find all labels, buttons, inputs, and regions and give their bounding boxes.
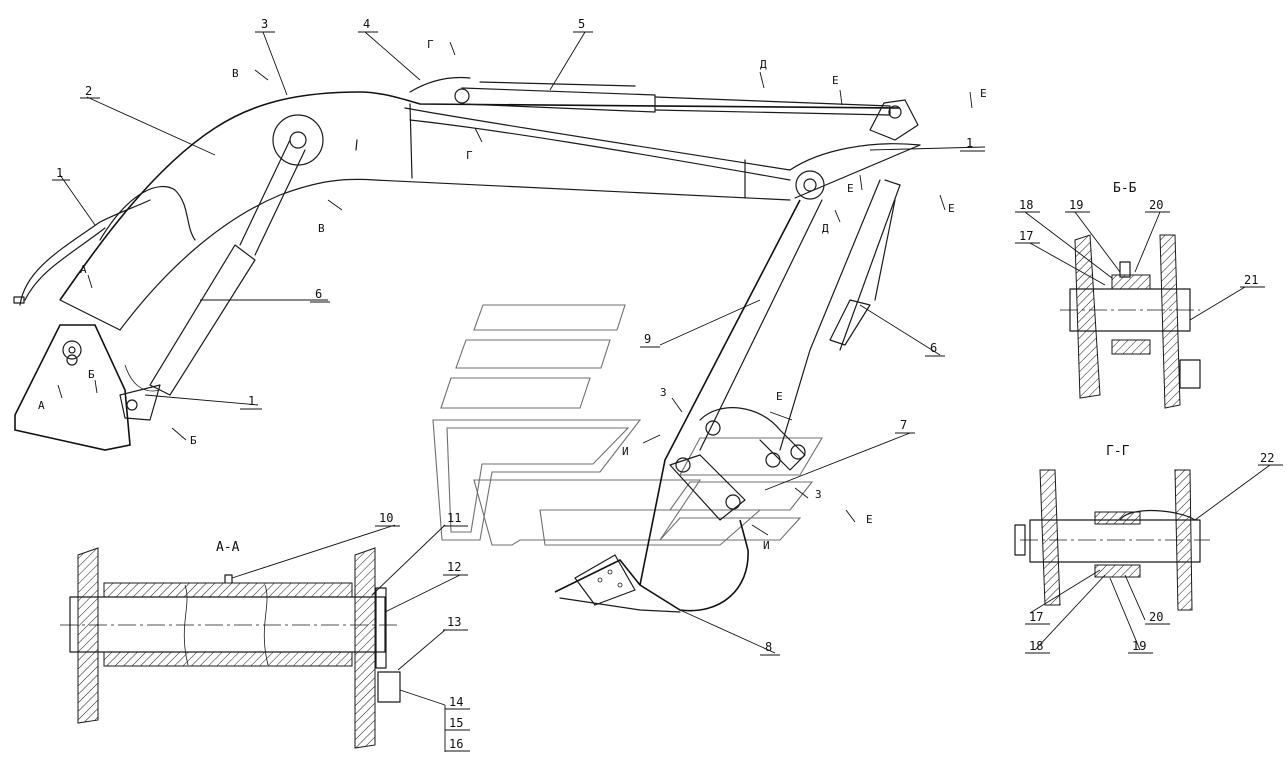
pos-6-a: 6	[315, 287, 322, 301]
pos-12: 12	[447, 560, 461, 574]
boom-cylinder-left	[119, 139, 306, 421]
cut-mark: Б	[88, 368, 95, 381]
pos-22: 22	[1260, 451, 1274, 465]
cut-mark: Е	[832, 74, 839, 87]
pos-18-a: 18	[1019, 198, 1033, 212]
pos-10: 10	[379, 511, 393, 525]
pos-9: 9	[644, 332, 651, 346]
cut-mark: В	[232, 67, 239, 80]
section-b-b	[1060, 234, 1201, 409]
pos-17-a: 17	[1019, 229, 1033, 243]
pos-4: 4	[363, 17, 370, 31]
stick-cylinder	[409, 76, 919, 141]
pos-2: 2	[85, 84, 92, 98]
cut-mark: Е	[980, 87, 987, 100]
stick-arm	[639, 179, 901, 586]
hydraulic-hose-left	[13, 199, 151, 306]
boom	[59, 91, 921, 331]
section-titles: А-А Б-Б Г-Г	[216, 181, 1137, 555]
cut-mark: Б	[190, 434, 197, 447]
cut-mark: Д	[822, 222, 829, 235]
bucket	[554, 519, 749, 613]
pos-18-b: 18	[1029, 639, 1043, 653]
cut-mark: Е	[776, 390, 783, 403]
leader-lines	[59, 31, 1271, 752]
cut-mark: Е	[847, 182, 854, 195]
section-title-a-a: А-А	[216, 540, 240, 555]
pos-11: 11	[447, 511, 461, 525]
pos-20-a: 20	[1149, 198, 1163, 212]
cut-mark: В	[318, 222, 325, 235]
cut-mark: Г	[466, 149, 473, 162]
cut-mark: Д	[760, 58, 767, 71]
cut-mark: Е	[948, 202, 955, 215]
cut-mark: З	[660, 386, 667, 399]
cut-mark: И	[622, 445, 629, 458]
cut-mark: И	[763, 539, 770, 552]
position-labels: 1 1 1 2 3 4 5 6 6 7 8 9 10 11 12 13 14 1…	[52, 17, 1283, 752]
cut-mark: А	[38, 399, 45, 412]
pos-1-b: 1	[248, 394, 255, 408]
pos-15: 15	[449, 716, 463, 730]
pos-13: 13	[447, 615, 461, 629]
pos-8: 8	[765, 640, 772, 654]
pos-19-a: 19	[1069, 198, 1083, 212]
pos-7: 7	[900, 418, 907, 432]
pos-17-b: 17	[1029, 610, 1043, 624]
pos-14: 14	[449, 695, 463, 709]
cut-marks: В Г Д Е Е Г В Д Е Е А Б А Б З Е И З И	[38, 38, 987, 552]
pos-6-b: 6	[930, 341, 937, 355]
section-title-b-b: Б-Б	[1113, 181, 1137, 196]
cut-mark: З	[815, 488, 822, 501]
section-a-a	[60, 547, 401, 749]
boom-heel-bracket	[14, 324, 131, 451]
cut-mark: Е	[866, 513, 873, 526]
pos-1-c: 1	[966, 136, 973, 150]
pos-16: 16	[449, 737, 463, 751]
cut-mark: А	[80, 263, 87, 276]
pos-20-b: 20	[1149, 610, 1163, 624]
section-g-g	[1014, 469, 1210, 611]
cut-mark: Г	[427, 38, 434, 51]
watermark-logo	[432, 304, 823, 546]
pos-21: 21	[1244, 273, 1258, 287]
pos-1-a: 1	[56, 166, 63, 180]
bucket-linkage	[669, 407, 806, 521]
section-title-g-g: Г-Г	[1106, 444, 1130, 459]
pos-19-b: 19	[1132, 639, 1146, 653]
pos-3: 3	[261, 17, 268, 31]
pos-5: 5	[578, 17, 585, 31]
